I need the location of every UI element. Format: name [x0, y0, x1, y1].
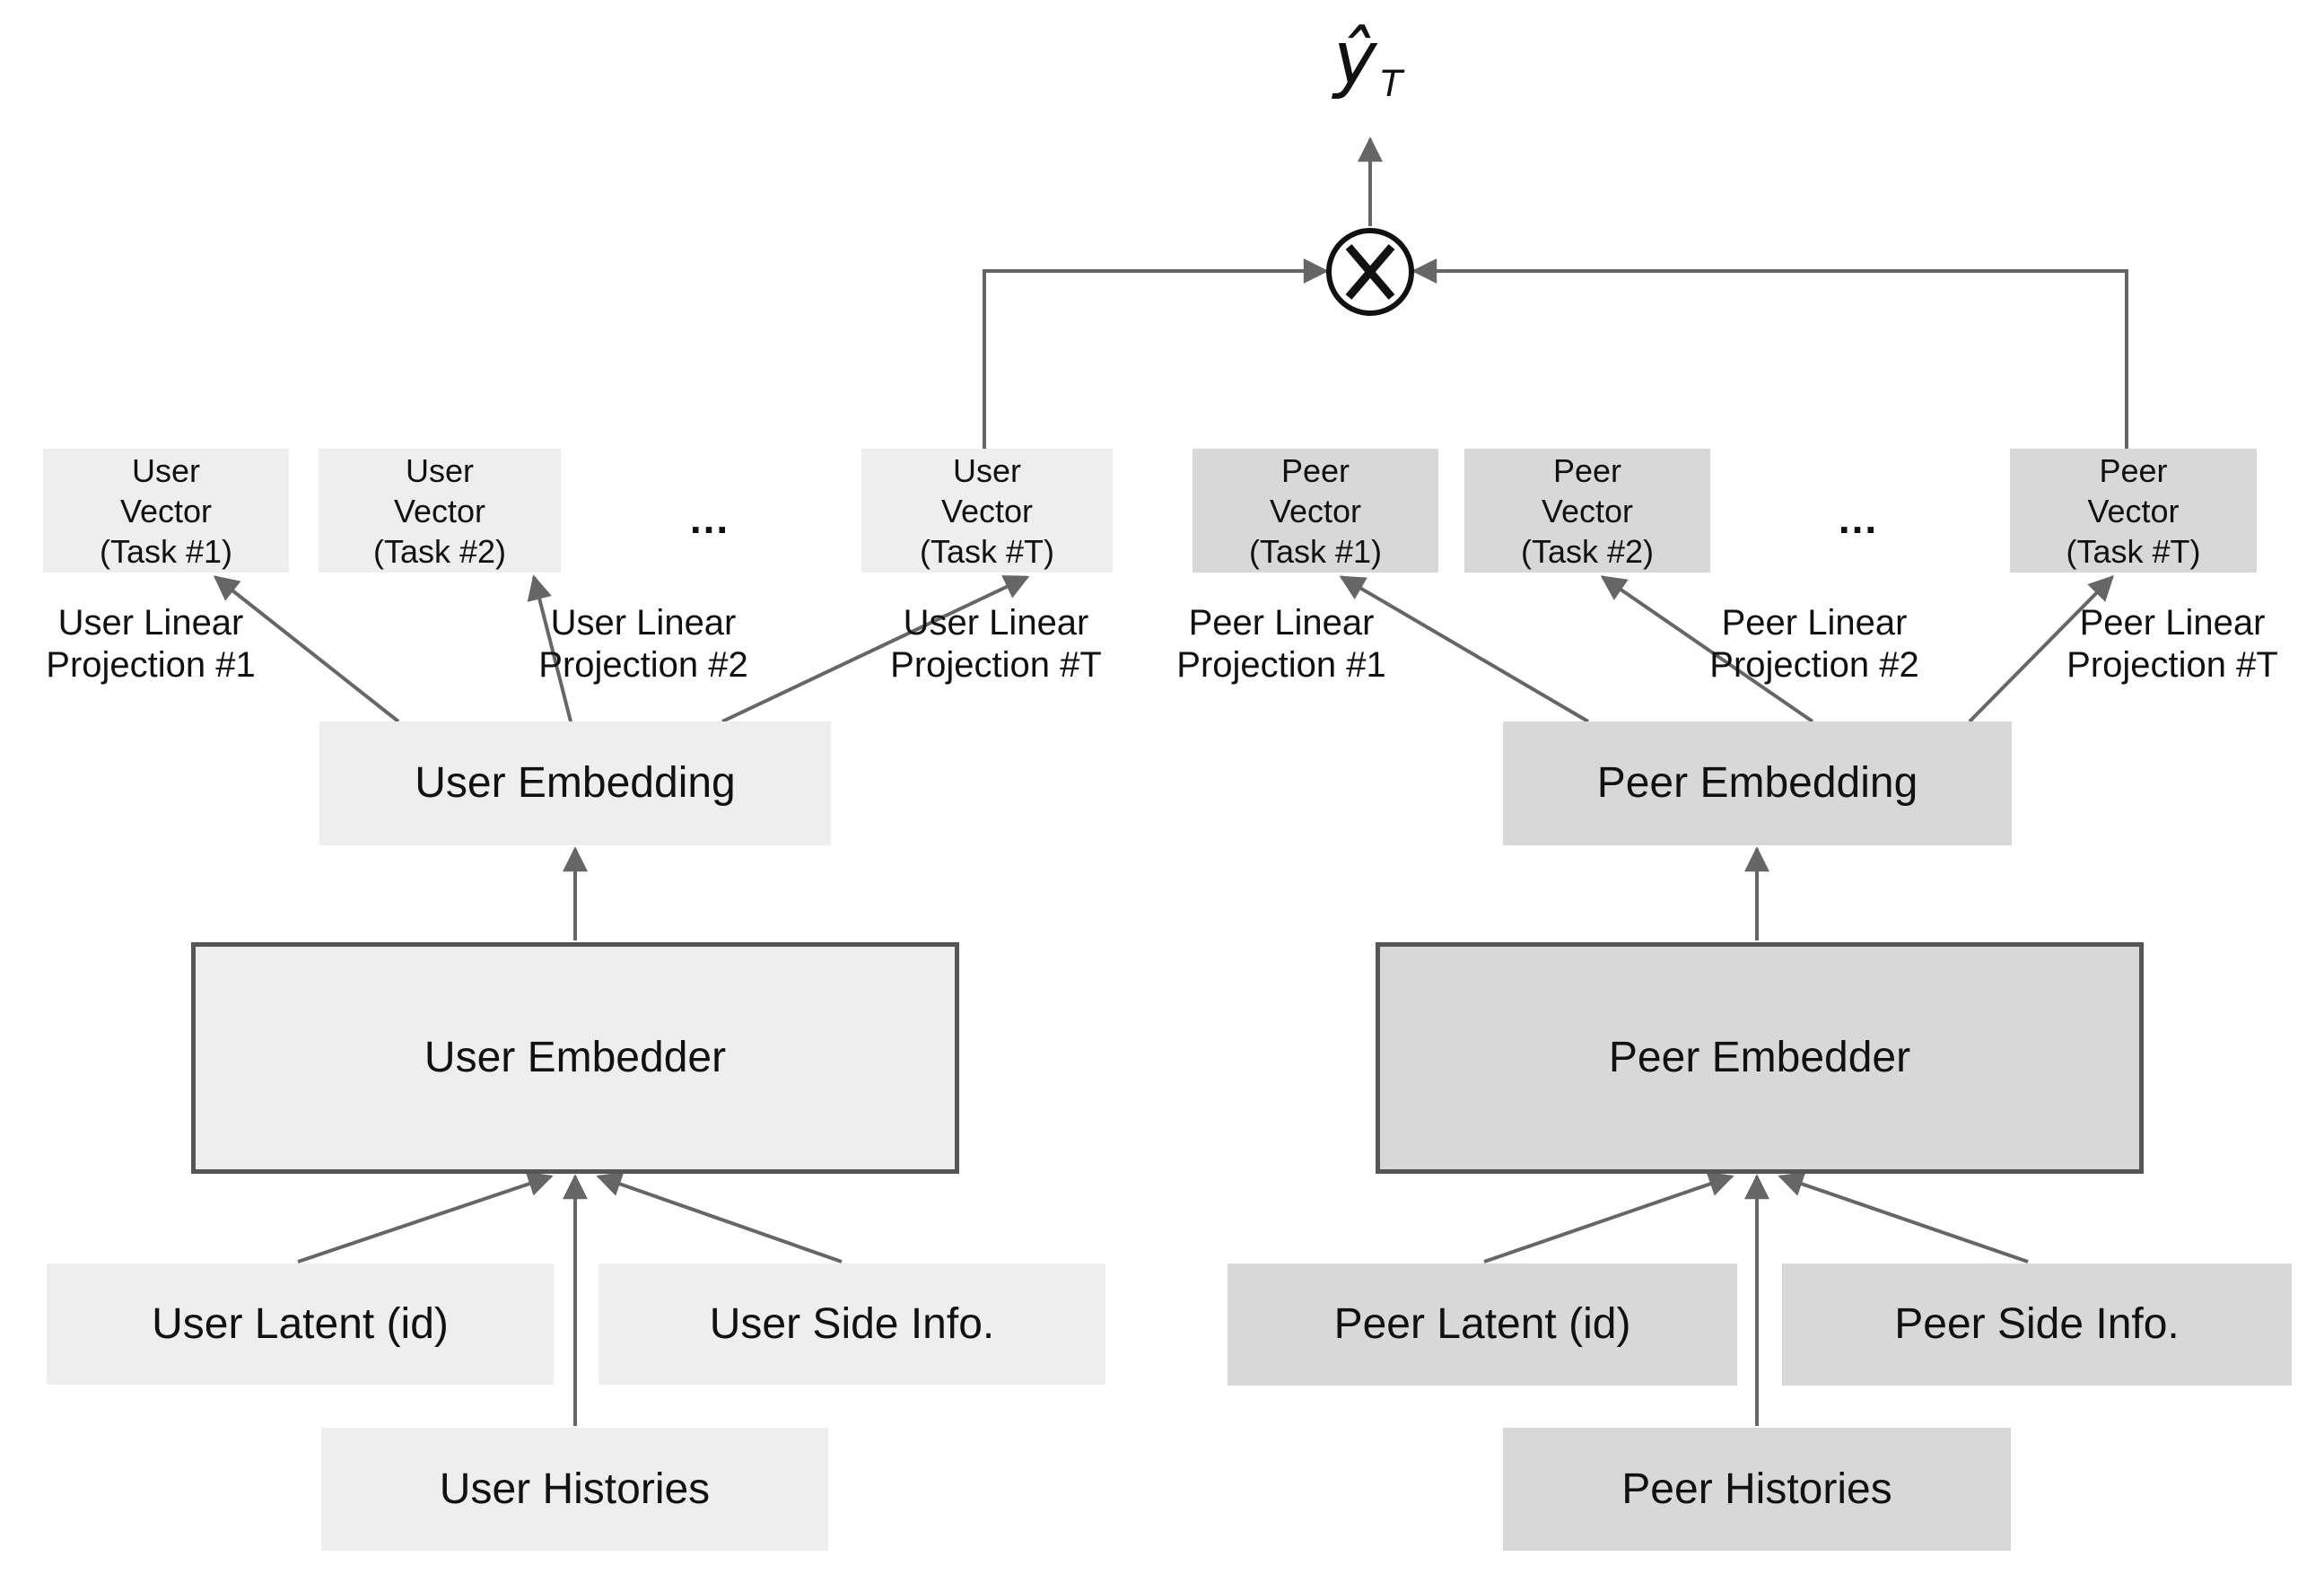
user-embedding-box: User Embedding [319, 721, 831, 845]
peer-histories-label: Peer Histories [1621, 1465, 1892, 1513]
peer-vector-task2-line1: Peer [1552, 451, 1622, 489]
user-vector-task1-line1: User [131, 451, 200, 489]
user-vector-task2-box: User Vector (Task #2) [319, 449, 561, 573]
user-vector-taskT-line1: User [952, 451, 1021, 489]
peer-projection-1-arrow [1339, 575, 1590, 723]
peer-vector-task1-box: Peer Vector (Task #1) [1193, 449, 1438, 573]
peer-vector-task1-line2: Vector [1269, 492, 1362, 529]
peer-side-info-label: Peer Side Info. [1894, 1300, 2180, 1348]
output-symbol: ŷ [1333, 16, 1377, 101]
user-projection-2-arrow [527, 574, 572, 722]
peer-vector-task1-line1: Peer [1280, 451, 1350, 489]
user-side-info-label: User Side Info. [709, 1299, 995, 1348]
user-projection-T-arrow [721, 575, 1030, 723]
peer-vector-taskT-box: Peer Vector (Task #T) [2010, 449, 2257, 573]
user-vector-task2-line3: (Task #2) [372, 532, 507, 570]
peer-vector-taskT-line3: (Task #T) [2066, 532, 2201, 570]
peer-latent-label: Peer Latent (id) [1333, 1300, 1631, 1348]
peer-vector-taskT-line2: Vector [2087, 492, 2180, 529]
user-vector-to-combiner-line [983, 258, 1329, 449]
user-projection-1-arrow [213, 575, 400, 723]
user-vector-task1-box: User Vector (Task #1) [43, 449, 289, 573]
peer-vectors-ellipsis: ... [1838, 495, 1879, 542]
peer-latent-arrow [1483, 1171, 1734, 1264]
user-vector-task1-line2: Vector [119, 492, 213, 529]
peer-vector-taskT-line1: Peer [2099, 451, 2168, 489]
peer-embedder-box: Peer Embedder [1376, 942, 2144, 1174]
user-histories-label: User Histories [439, 1465, 711, 1513]
user-vector-task1-line3: (Task #1) [99, 532, 233, 570]
peer-histories-box: Peer Histories [1503, 1428, 2011, 1551]
peer-vector-task2-line2: Vector [1541, 492, 1634, 529]
user-latent-label: User Latent (id) [152, 1299, 449, 1348]
circle-times-icon [1326, 228, 1414, 316]
user-vector-task2-line1: User [405, 451, 474, 489]
user-embedder-box: User Embedder [191, 942, 959, 1174]
peer-embedding-label: Peer Embedding [1596, 759, 1918, 807]
peer-vector-task2-line3: (Task #2) [1520, 532, 1655, 570]
user-projection-2-label: User Linear Projection #2 [538, 603, 748, 685]
peer-side-info-arrow [1778, 1171, 2029, 1264]
user-side-info-arrow [596, 1172, 843, 1264]
peer-embedder-label: Peer Embedder [1608, 1034, 1911, 1081]
user-embedder-label: User Embedder [424, 1034, 727, 1081]
peer-projection-T-label: Peer Linear Projection #T [2066, 603, 2278, 685]
user-vectors-ellipsis: ... [689, 495, 730, 542]
user-latent-arrow [297, 1171, 554, 1264]
peer-embedding-box: Peer Embedding [1503, 721, 2012, 845]
output-subscript: T [1380, 64, 1402, 105]
user-embedding-label: User Embedding [415, 759, 736, 807]
peer-projection-1-label: Peer Linear Projection #1 [1176, 603, 1386, 685]
peer-vector-to-combiner-line [1411, 258, 2128, 449]
peer-vector-task1-line3: (Task #1) [1248, 532, 1383, 570]
peer-latent-box: Peer Latent (id) [1228, 1264, 1737, 1386]
user-vector-task2-line2: Vector [393, 492, 486, 529]
peer-projection-T-arrow [1968, 575, 2114, 723]
user-latent-box: User Latent (id) [47, 1264, 554, 1385]
user-histories-box: User Histories [321, 1428, 828, 1551]
user-projection-T-label: User Linear Projection #T [890, 603, 1102, 685]
user-projection-1-label: User Linear Projection #1 [46, 603, 256, 685]
peer-projection-2-arrow [1600, 575, 1814, 723]
peer-side-info-box: Peer Side Info. [1782, 1264, 2292, 1386]
user-side-info-box: User Side Info. [598, 1264, 1105, 1385]
peer-vector-task2-box: Peer Vector (Task #2) [1464, 449, 1710, 573]
peer-projection-2-label: Peer Linear Projection #2 [1709, 603, 1919, 685]
user-vector-taskT-line2: Vector [940, 492, 1034, 529]
user-vector-taskT-box: User Vector (Task #T) [861, 449, 1113, 573]
user-vector-taskT-line3: (Task #T) [919, 532, 1054, 570]
